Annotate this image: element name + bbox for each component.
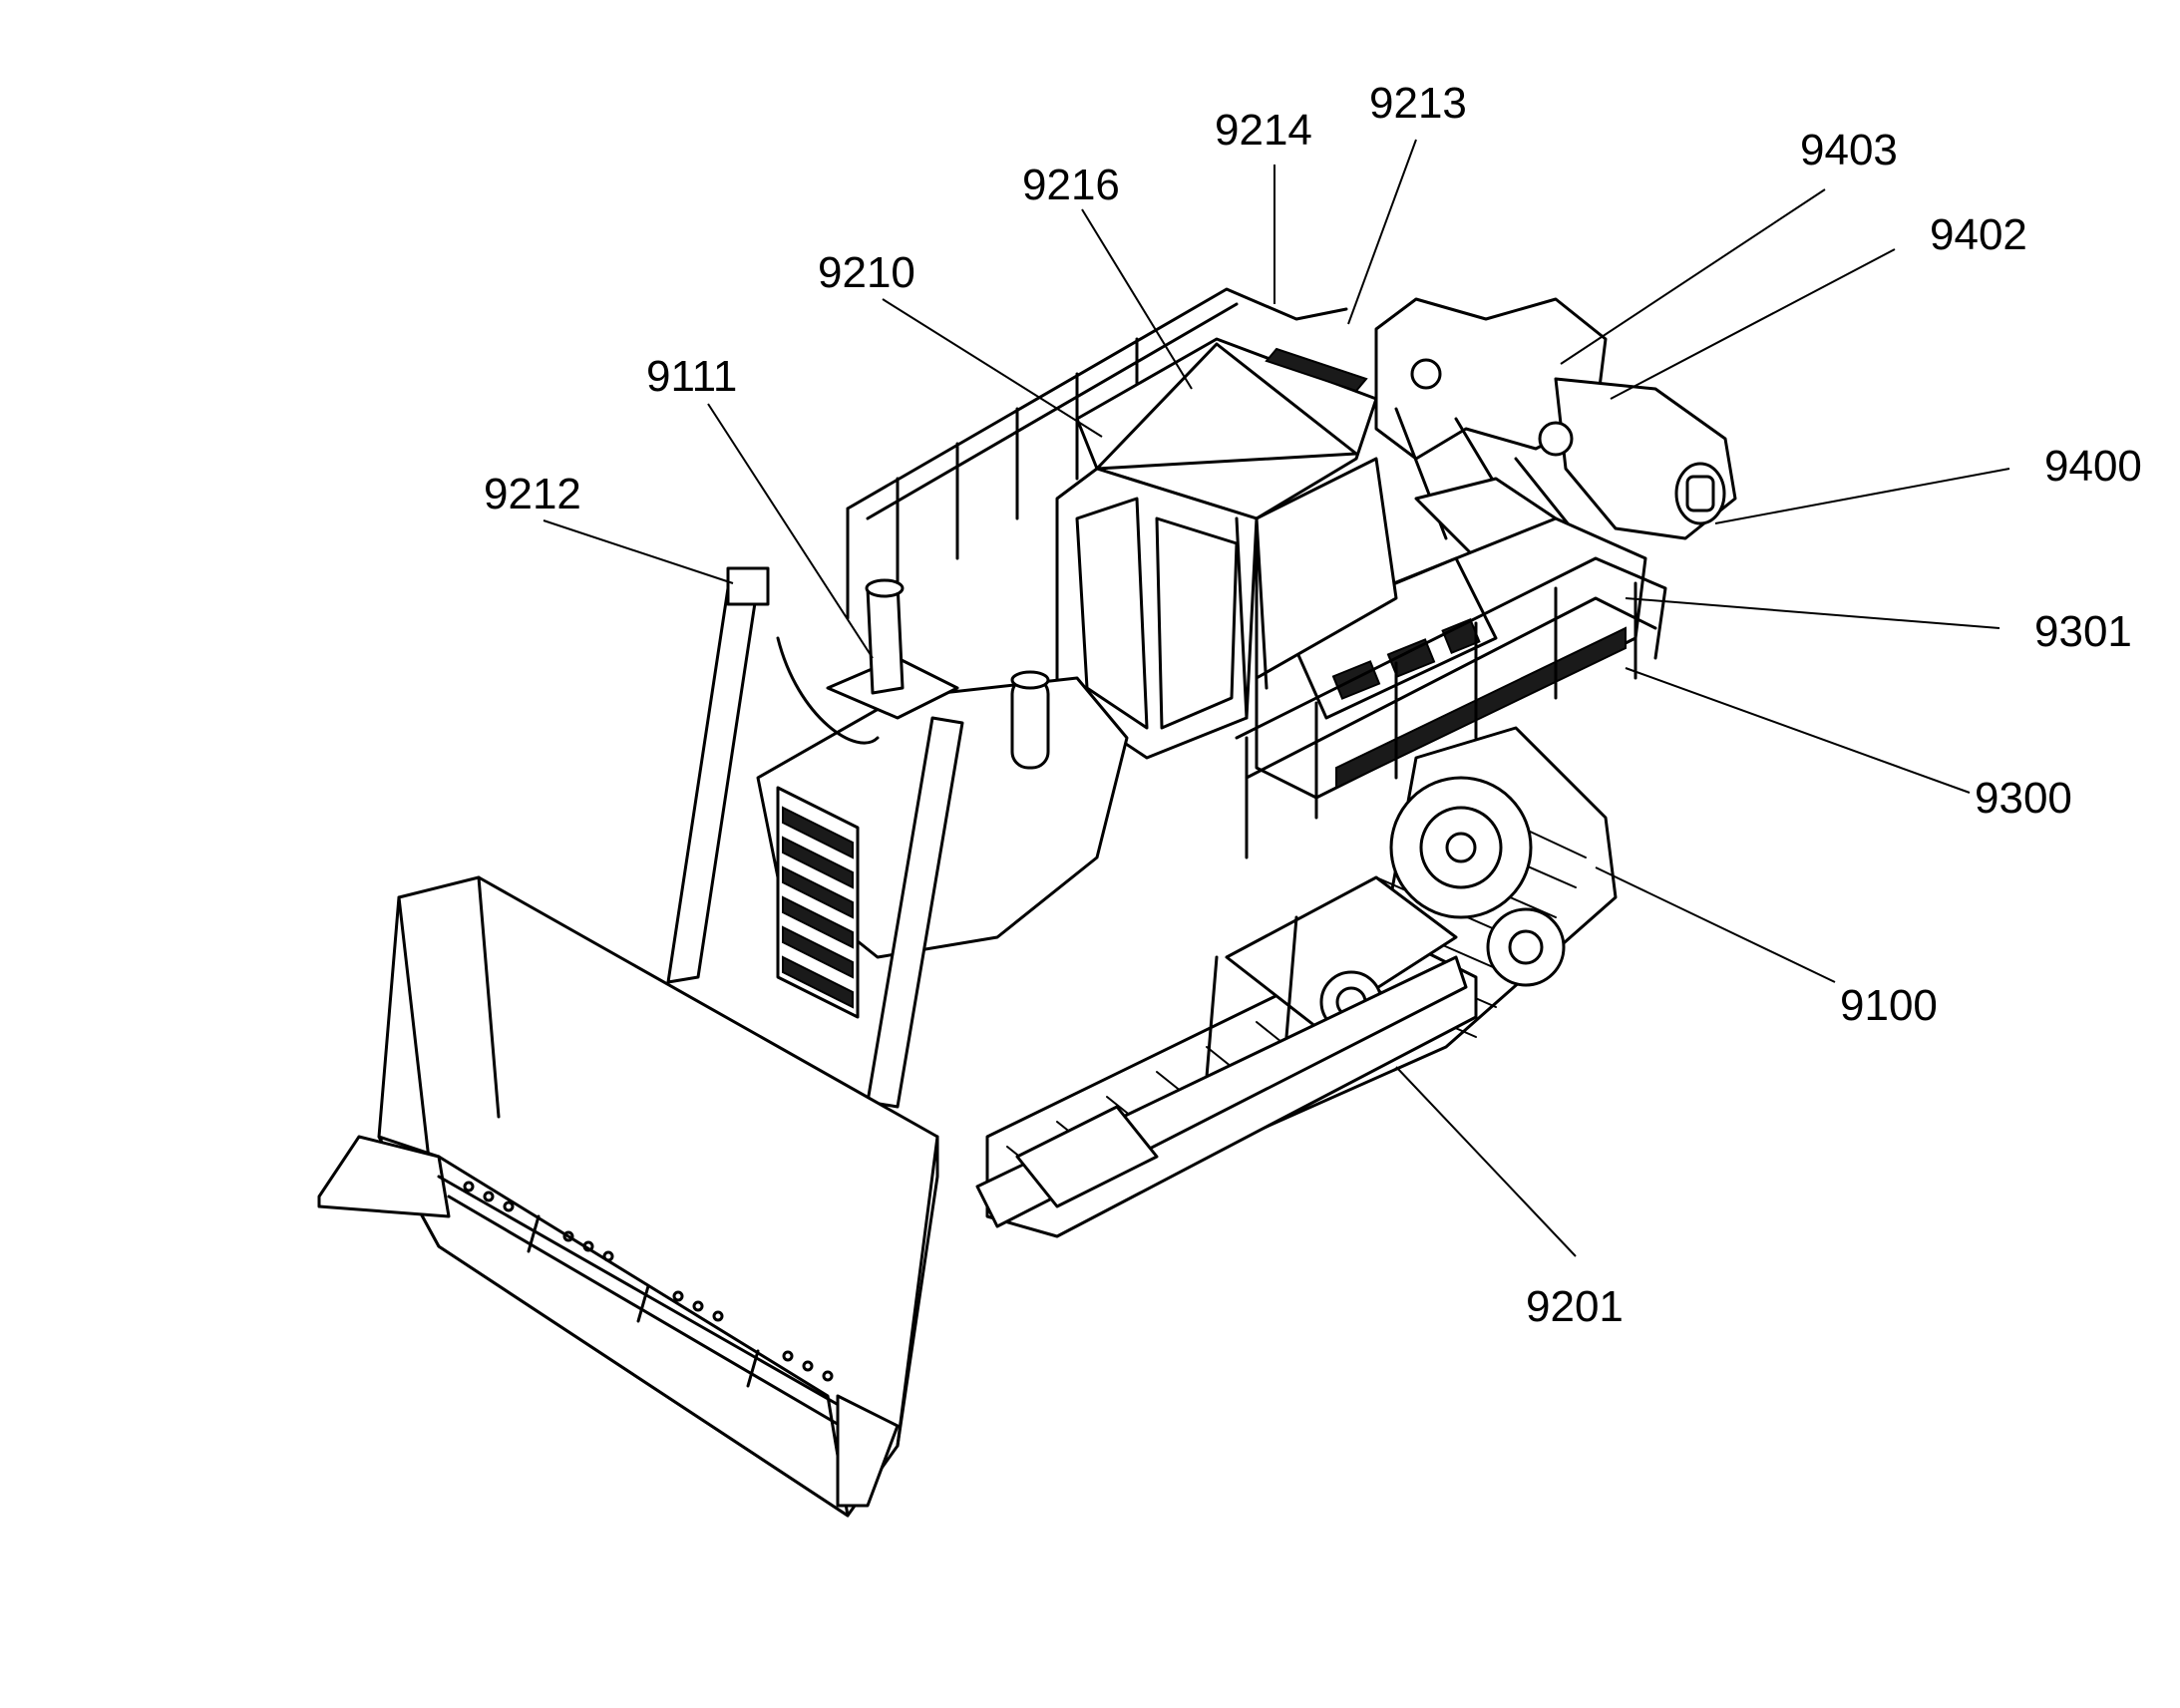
leader-9212 (543, 519, 734, 584)
lift-cylinder-left (666, 581, 760, 984)
leader-9213 (1347, 139, 1417, 325)
exhaust-stack (866, 581, 905, 695)
label-9210: 9210 (818, 248, 915, 297)
leader-9100 (1595, 866, 1836, 983)
leader-9210 (882, 298, 1103, 438)
leader-9301 (1625, 597, 2000, 629)
engine-hood (666, 566, 1129, 1109)
dozer-blade (317, 875, 939, 1518)
label-9402: 9402 (1930, 210, 2027, 259)
bulldozer-drawing (317, 287, 1737, 1518)
push-arm (975, 955, 1468, 1228)
leader-9201 (1395, 1066, 1577, 1257)
leader-9400 (1714, 468, 2010, 524)
label-9201: 9201 (1526, 1282, 1624, 1331)
lift-cylinder-right (866, 716, 964, 1109)
leader-9111 (707, 403, 874, 659)
tilt-cylinder-cap (726, 566, 770, 606)
label-9403: 9403 (1800, 126, 1898, 174)
ripper-assembly (1374, 297, 1737, 560)
label-9300: 9300 (1975, 774, 2072, 823)
label-9100: 9100 (1840, 981, 1938, 1030)
label-9216: 9216 (1022, 161, 1120, 209)
leader-lines (543, 139, 2010, 1257)
label-9214: 9214 (1215, 106, 1312, 155)
reference-numerals: 9214 9213 9216 9403 9402 9210 9111 9212 … (484, 79, 2142, 1331)
operator-cab (846, 287, 1398, 760)
leader-9403 (1560, 188, 1826, 365)
leader-9402 (1610, 248, 1896, 400)
label-9213: 9213 (1369, 79, 1467, 128)
label-9400: 9400 (2044, 442, 2142, 491)
cutting-edge-bolts (463, 1181, 834, 1382)
label-9301: 9301 (2034, 607, 2132, 656)
label-9212: 9212 (484, 470, 581, 518)
label-9111: 9111 (646, 352, 737, 401)
rear-deck (1235, 516, 1667, 859)
leader-9216 (1081, 208, 1193, 390)
leader-9300 (1625, 667, 1971, 794)
